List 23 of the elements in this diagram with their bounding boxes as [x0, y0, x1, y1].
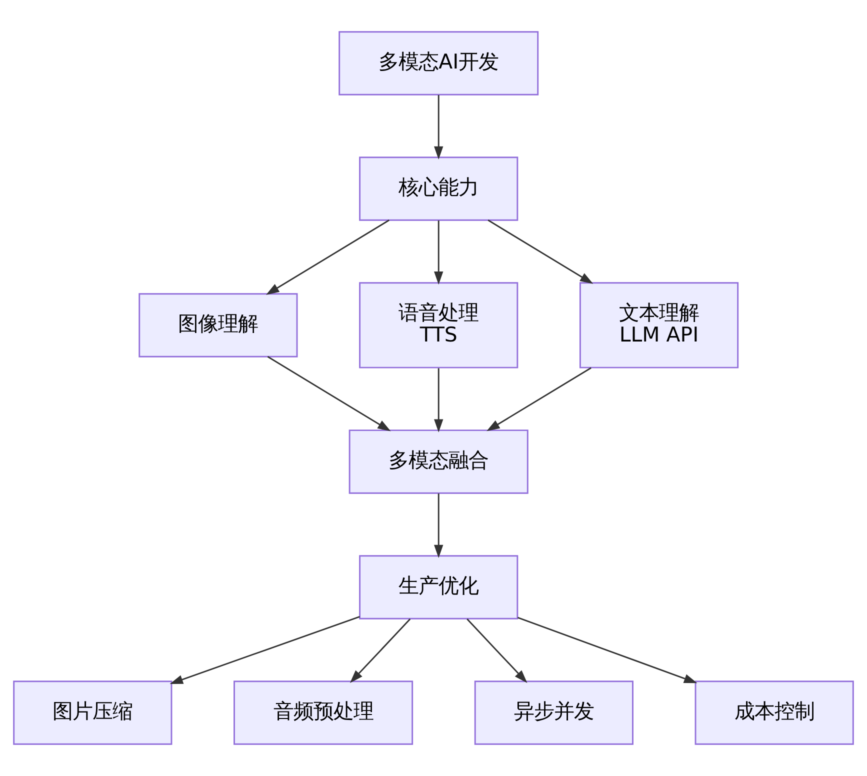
arrow	[170, 616, 360, 684]
arrow	[266, 220, 390, 295]
node-box: 音频预处理	[234, 680, 414, 745]
arrow	[350, 618, 411, 683]
arrow	[434, 220, 444, 285]
arrow	[466, 618, 528, 683]
node-box: 多模态融合	[348, 430, 528, 494]
arrow	[434, 493, 444, 558]
arrow	[486, 367, 592, 432]
arrow	[488, 220, 594, 284]
arrow	[434, 368, 444, 432]
node-box: 语音处理 TTS	[359, 282, 518, 368]
node-box: 生产优化	[359, 555, 518, 620]
node-box: 图片压缩	[13, 680, 172, 745]
node-box: 多模态AI开发	[338, 31, 539, 96]
node-box: 核心能力	[359, 156, 518, 221]
arrow	[518, 616, 698, 684]
arrow	[267, 356, 391, 432]
node-box: 文本理解 LLM API	[579, 282, 739, 368]
node-box: 成本控制	[694, 680, 854, 745]
node-box: 图像理解	[138, 293, 298, 358]
arrow	[434, 94, 444, 160]
node-box: 异步并发	[474, 680, 634, 745]
